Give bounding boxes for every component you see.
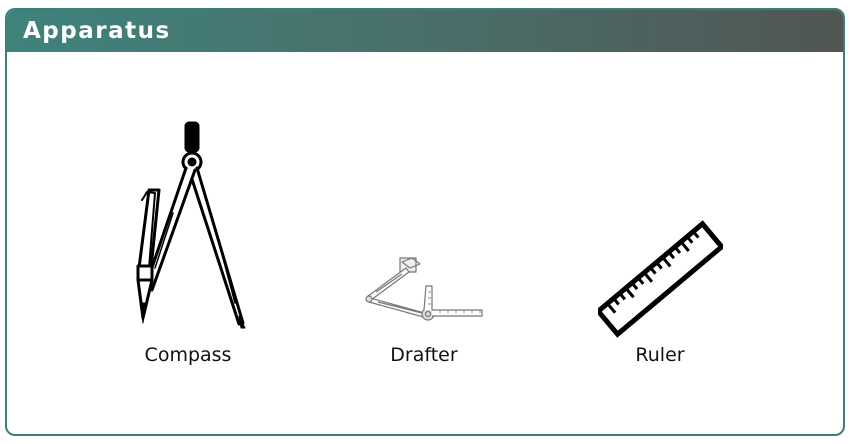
panel-title: Apparatus	[23, 18, 171, 44]
drafter-item: Drafter	[354, 344, 494, 370]
compass-item: Compass	[118, 344, 258, 370]
drafter-icon	[365, 257, 483, 321]
drafter-label: Drafter	[390, 344, 458, 366]
panel-header: Apparatus	[7, 10, 843, 52]
compass-icon	[136, 121, 246, 329]
ruler-label: Ruler	[635, 344, 685, 366]
ruler-icon	[598, 220, 723, 338]
ruler-item: Ruler	[590, 344, 730, 370]
compass-label: Compass	[144, 344, 232, 366]
